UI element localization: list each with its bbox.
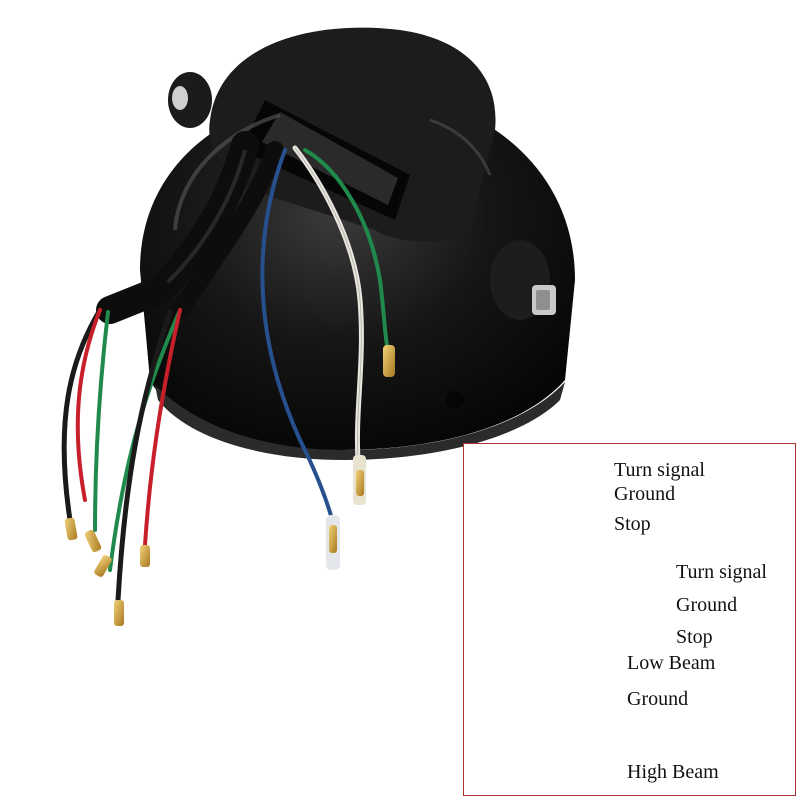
- label-stop-2: Stop: [676, 626, 713, 648]
- wiring-legend: [463, 443, 796, 796]
- label-high-beam: High Beam: [627, 761, 719, 783]
- label-ground-2: Ground: [676, 594, 738, 616]
- cable-sheath: [96, 131, 284, 324]
- right-wires: [260, 145, 390, 532]
- label-stop-1: Stop: [614, 513, 651, 535]
- left-connectors: [64, 517, 150, 626]
- label-ground-1: Ground: [614, 483, 676, 505]
- label-turn-signal-2: Turn signal: [676, 561, 767, 583]
- label-turn-signal-1: Turn signal: [614, 459, 705, 481]
- label-ground-3: Ground: [627, 688, 689, 710]
- label-low-beam: Low Beam: [627, 652, 716, 674]
- left-wires: [61, 307, 182, 603]
- right-connectors: [326, 345, 395, 570]
